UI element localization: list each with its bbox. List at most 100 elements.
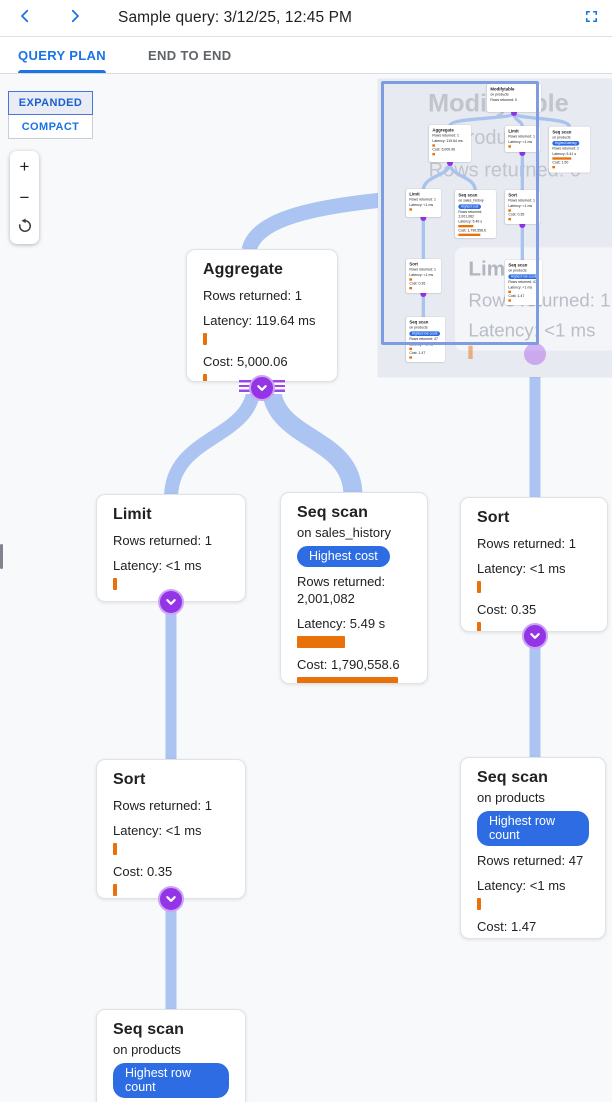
ghost-latency-bar bbox=[468, 345, 473, 359]
minimap-viewport-rect[interactable] bbox=[381, 81, 539, 345]
previous-query-button[interactable] bbox=[10, 3, 40, 33]
left-scrollbar-thumb[interactable] bbox=[0, 544, 3, 569]
minimap-node-title: Seq scan bbox=[409, 319, 429, 325]
minimap-node-rows: Rows returned: 1 bbox=[508, 134, 535, 139]
node-rows: Rows returned: 1 bbox=[113, 798, 212, 813]
minimap-node-rows: Rows returned: 47 bbox=[409, 336, 438, 341]
tab-end-to-end[interactable]: END TO END bbox=[148, 37, 231, 73]
minimap-node-sort-left: Sort Rows returned: 1 Latency: <1 ms Cos… bbox=[405, 258, 441, 293]
minimap-node-title: Aggregate bbox=[432, 127, 454, 133]
minimap-content: Modifytable on products Rows returned: 0… bbox=[378, 79, 612, 377]
latency-bar bbox=[113, 578, 117, 590]
minimap-highest-row-count-badge: Highest row count bbox=[409, 331, 441, 336]
minimap-node-title: Seq scan bbox=[458, 192, 478, 198]
minimap-node-title: Sort bbox=[508, 192, 517, 198]
node-cost: Cost: 0.35 bbox=[477, 602, 537, 617]
node-rows: Rows returned: 1 bbox=[203, 288, 302, 303]
collapse-button-limit[interactable] bbox=[158, 589, 184, 615]
zoom-out-button[interactable]: − bbox=[19, 187, 30, 207]
plan-node-seq-scan-products-bottom[interactable]: Seq scan on products Highest row count R… bbox=[96, 1009, 246, 1102]
node-table: on products bbox=[477, 790, 545, 805]
minimap-latency-bar bbox=[552, 157, 572, 160]
minimap-node-limit-left: Limit Rows returned: 1 Latency: <1 ms bbox=[405, 188, 441, 217]
minimap-node-title: Limit bbox=[409, 191, 420, 197]
compact-button[interactable]: COMPACT bbox=[8, 115, 93, 139]
plan-node-aggregate[interactable]: Aggregate Rows returned: 1 Latency: 119.… bbox=[186, 249, 338, 382]
tab-end-to-end-label: END TO END bbox=[148, 47, 232, 63]
minimap-highest-cost-badge: Highest cost bbox=[458, 204, 482, 209]
next-query-button[interactable] bbox=[60, 3, 90, 33]
tab-query-plan-label: QUERY PLAN bbox=[18, 47, 107, 63]
minimap-node-cost: Cost: 0.35 bbox=[409, 281, 426, 286]
minimap-latency-bar bbox=[409, 347, 412, 350]
ghost-modifytable-rows: Rows returned: 0 bbox=[428, 158, 581, 181]
latency-bar bbox=[203, 333, 207, 345]
minimap-latency-bar bbox=[508, 145, 511, 148]
node-latency: Latency: <1 ms bbox=[113, 823, 202, 838]
minimap-node-latency: Latency: 119.64 ms bbox=[432, 138, 463, 143]
minimap[interactable]: Modifytable on products Rows returned: 0… bbox=[378, 79, 612, 377]
node-title: Seq scan bbox=[477, 769, 549, 786]
reset-view-button[interactable] bbox=[10, 213, 39, 244]
zoom-controls: + − bbox=[10, 151, 39, 244]
minimap-node-table: on sales_history bbox=[458, 198, 484, 203]
tab-query-plan[interactable]: QUERY PLAN bbox=[18, 37, 107, 73]
highest-cost-badge: Highest cost bbox=[297, 546, 390, 567]
reset-view-icon bbox=[17, 218, 33, 239]
fullscreen-icon bbox=[582, 7, 601, 31]
node-cost: Cost: 1.47 bbox=[477, 919, 537, 934]
view-mode-toggle: EXPANDED COMPACT bbox=[8, 91, 93, 139]
minimap-node-rows: Rows returned: 2,001,082 bbox=[458, 209, 483, 219]
minimap-cost-bar bbox=[432, 152, 435, 156]
collapse-button-sort-right[interactable] bbox=[522, 623, 548, 649]
minimap-cost-bar bbox=[409, 286, 412, 290]
minimap-node-rows: Rows returned: 1 bbox=[552, 146, 579, 151]
node-title: Seq scan bbox=[297, 504, 369, 521]
minimap-node-latency: Latency: <1 ms bbox=[508, 203, 533, 208]
minimap-node-latency: Latency: 5.49 s bbox=[458, 219, 483, 224]
minimap-node-modifytable: Modifytable on products Rows returned: 0 bbox=[486, 83, 541, 112]
highest-row-count-badge: Highest row count bbox=[477, 811, 589, 846]
node-title: Aggregate bbox=[203, 261, 284, 278]
minimap-node-cost: Cost: 1.47 bbox=[409, 350, 426, 355]
plan-node-seq-scan-sales-history[interactable]: Seq scan on sales_history Highest cost R… bbox=[280, 492, 428, 684]
minimap-node-seq-scan-products-mid: Seq scan on products Highest row count R… bbox=[504, 259, 542, 305]
minimap-node-cost: Cost: 1.50 bbox=[552, 160, 569, 165]
latency-bar bbox=[477, 898, 481, 910]
tab-bar: QUERY PLAN END TO END bbox=[0, 37, 612, 74]
minimap-node-rows: Rows returned: 47 bbox=[508, 279, 537, 284]
node-latency: Latency: <1 ms bbox=[113, 558, 202, 573]
minimap-node-cost: Cost: 1,790,558.6 bbox=[458, 228, 486, 233]
plan-node-limit[interactable]: Limit Rows returned: 1 Latency: <1 ms bbox=[96, 494, 246, 602]
plan-node-sort-left[interactable]: Sort Rows returned: 1 Latency: <1 ms Cos… bbox=[96, 759, 246, 899]
node-table: on products bbox=[113, 1042, 181, 1057]
node-rows: Rows returned: 47 bbox=[477, 853, 584, 868]
node-rows: Rows returned: 1 bbox=[477, 536, 576, 551]
minimap-node-cost: Cost: 1.47 bbox=[508, 293, 525, 298]
zoom-in-button[interactable]: + bbox=[19, 156, 30, 176]
node-cost: Cost: 1,790,558.6 bbox=[297, 657, 400, 672]
node-latency: Latency: <1 ms bbox=[477, 561, 566, 576]
cost-bar bbox=[477, 622, 481, 631]
node-latency: Latency: <1 ms bbox=[477, 878, 566, 893]
minimap-node-rows: Rows returned: 1 bbox=[508, 198, 535, 203]
minimap-node-table: on products bbox=[552, 135, 571, 140]
minimap-node-cost: Cost: 0.35 bbox=[508, 212, 525, 217]
minimap-node-latency: Latency: <1 ms bbox=[508, 285, 533, 290]
minimap-node-seq-scan-sales: Seq scan on sales_history Highest cost R… bbox=[454, 189, 496, 238]
minimap-node-rows: Rows returned: 1 bbox=[409, 267, 436, 272]
minimap-latency-bar bbox=[458, 224, 474, 228]
plan-node-sort-right[interactable]: Sort Rows returned: 1 Latency: <1 ms Cos… bbox=[460, 497, 608, 632]
minimap-cost-bar bbox=[552, 165, 555, 169]
chevron-right-icon bbox=[66, 7, 84, 30]
expanded-button[interactable]: EXPANDED bbox=[8, 91, 93, 115]
page-title: Sample query: 3/12/25, 12:45 PM bbox=[118, 9, 353, 26]
collapse-button-sort-left[interactable] bbox=[158, 886, 184, 912]
active-tab-underline bbox=[18, 70, 107, 73]
plan-canvas[interactable]: Aggregate Rows returned: 1 Latency: 119.… bbox=[0, 74, 612, 1102]
collapse-button-aggregate[interactable] bbox=[249, 375, 275, 401]
plan-node-seq-scan-products-right[interactable]: Seq scan on products Highest row count R… bbox=[460, 757, 606, 939]
fullscreen-button[interactable] bbox=[580, 8, 602, 30]
minimap-latency-bar bbox=[409, 278, 412, 281]
chevron-left-icon bbox=[16, 7, 34, 30]
